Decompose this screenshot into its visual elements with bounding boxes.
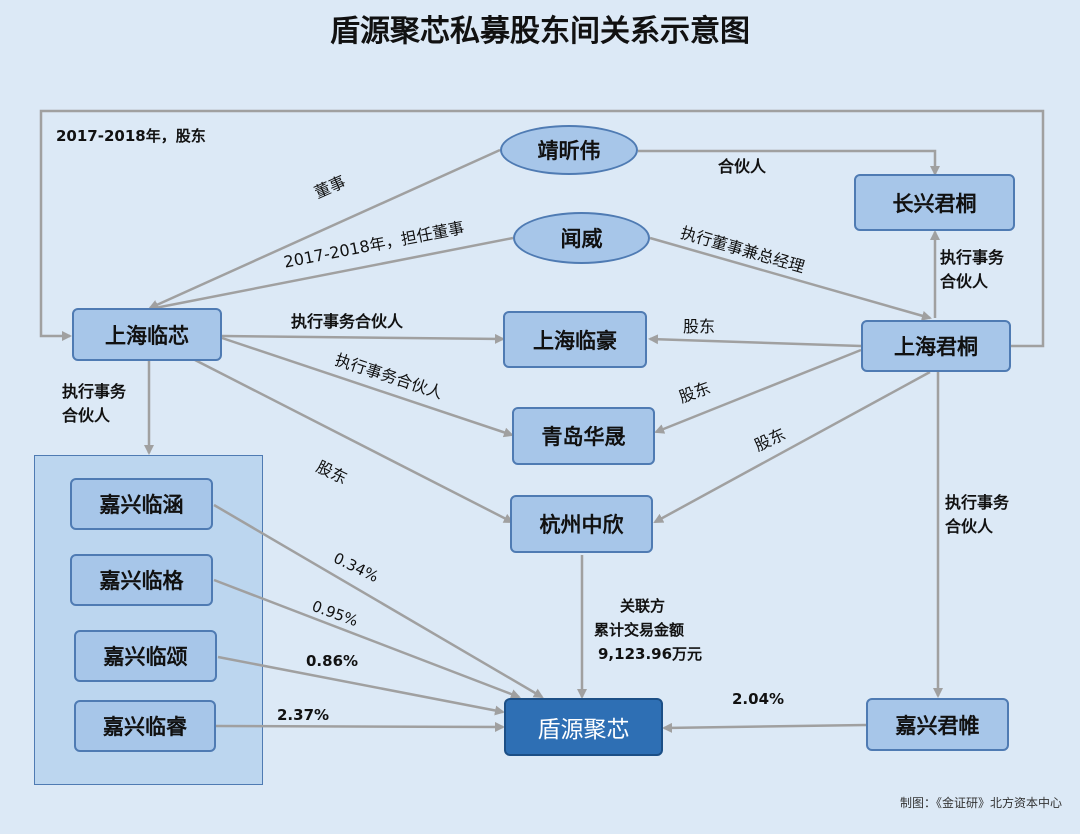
label-loop-shareholder: 2017-2018年，股东 bbox=[56, 127, 206, 145]
node-jiaxing-linhan: 嘉兴临涵 bbox=[70, 478, 213, 530]
label-pct-linrui: 2.37% bbox=[277, 706, 330, 724]
arrow-linxin-linhao bbox=[221, 333, 505, 344]
node-hangzhou-zhongxin: 杭州中欣 bbox=[510, 495, 653, 553]
node-changxing-juntong: 长兴君桐 bbox=[854, 174, 1015, 231]
arrow-juntong-huasheng bbox=[654, 348, 862, 434]
arrow-linxin-zhongxin bbox=[194, 358, 514, 524]
label-pct-junwei: 2.04% bbox=[732, 690, 785, 708]
arrow-linsong-dunyuan bbox=[217, 655, 505, 716]
node-jiaxing-linrui: 嘉兴临睿 bbox=[74, 700, 216, 752]
label-exec-partner-group-1: 执行事务 bbox=[62, 382, 127, 401]
node-dunyuan-juxin: 盾源聚芯 bbox=[504, 698, 663, 756]
arrow-junwei-dunyuan bbox=[662, 722, 867, 733]
credit-line: 制图：《金证研》北方资本中心 bbox=[899, 796, 1062, 810]
arrow-jingxinwei-changxing bbox=[638, 149, 940, 176]
label-related-party: 关联方 bbox=[620, 597, 666, 615]
diagram-title: 盾源聚芯私募股东间关系示意图 bbox=[330, 14, 750, 49]
label-exec-partner-junwei-2: 合伙人 bbox=[945, 517, 994, 536]
arrow-jingxinwei-linxin bbox=[148, 148, 501, 310]
arrow-linxin-huasheng bbox=[221, 336, 514, 438]
label-exec-partner-linhao: 执行事务合伙人 bbox=[291, 312, 404, 331]
arrow-linhan-dunyuan bbox=[213, 503, 544, 699]
label-amount-value: 9,123.96万元 bbox=[598, 645, 703, 663]
label-pct-linsong: 0.86% bbox=[306, 652, 359, 670]
arrow-juntong-zhongxin bbox=[653, 370, 931, 524]
arrow-loop-juntong-linxin bbox=[39, 109, 1045, 348]
node-jingxinwei: 靖昕伟 bbox=[500, 125, 638, 175]
arrow-linrui-dunyuan bbox=[215, 721, 505, 732]
node-wenwei: 闻威 bbox=[513, 212, 650, 264]
arrow-juntong-linhao bbox=[648, 334, 862, 348]
label-exec-partner-junwei-1: 执行事务 bbox=[945, 493, 1010, 512]
node-qingdao-huasheng: 青岛华晟 bbox=[512, 407, 655, 465]
arrow-linge-dunyuan bbox=[213, 578, 521, 699]
label-exec-partner-changxing-2: 合伙人 bbox=[940, 272, 989, 291]
node-jiaxing-linsong: 嘉兴临颂 bbox=[74, 630, 217, 682]
node-jiaxing-junwei: 嘉兴君帷 bbox=[866, 698, 1009, 751]
node-shanghai-juntong: 上海君桐 bbox=[861, 320, 1011, 372]
label-exec-partner-changxing-1: 执行事务 bbox=[940, 248, 1005, 267]
arrow-wenwei-juntong bbox=[649, 236, 932, 321]
node-jiaxing-linge: 嘉兴临格 bbox=[70, 554, 213, 606]
arrow-wenwei-linxin bbox=[148, 236, 514, 313]
label-shareholder-linhao: 股东 bbox=[683, 317, 716, 336]
node-shanghai-linxin: 上海临芯 bbox=[72, 308, 222, 361]
label-exec-partner-group-2: 合伙人 bbox=[62, 406, 111, 425]
label-partner: 合伙人 bbox=[718, 157, 767, 176]
node-shanghai-linhao: 上海临豪 bbox=[503, 311, 647, 368]
label-cumulative-amount: 累计交易金额 bbox=[594, 621, 685, 639]
